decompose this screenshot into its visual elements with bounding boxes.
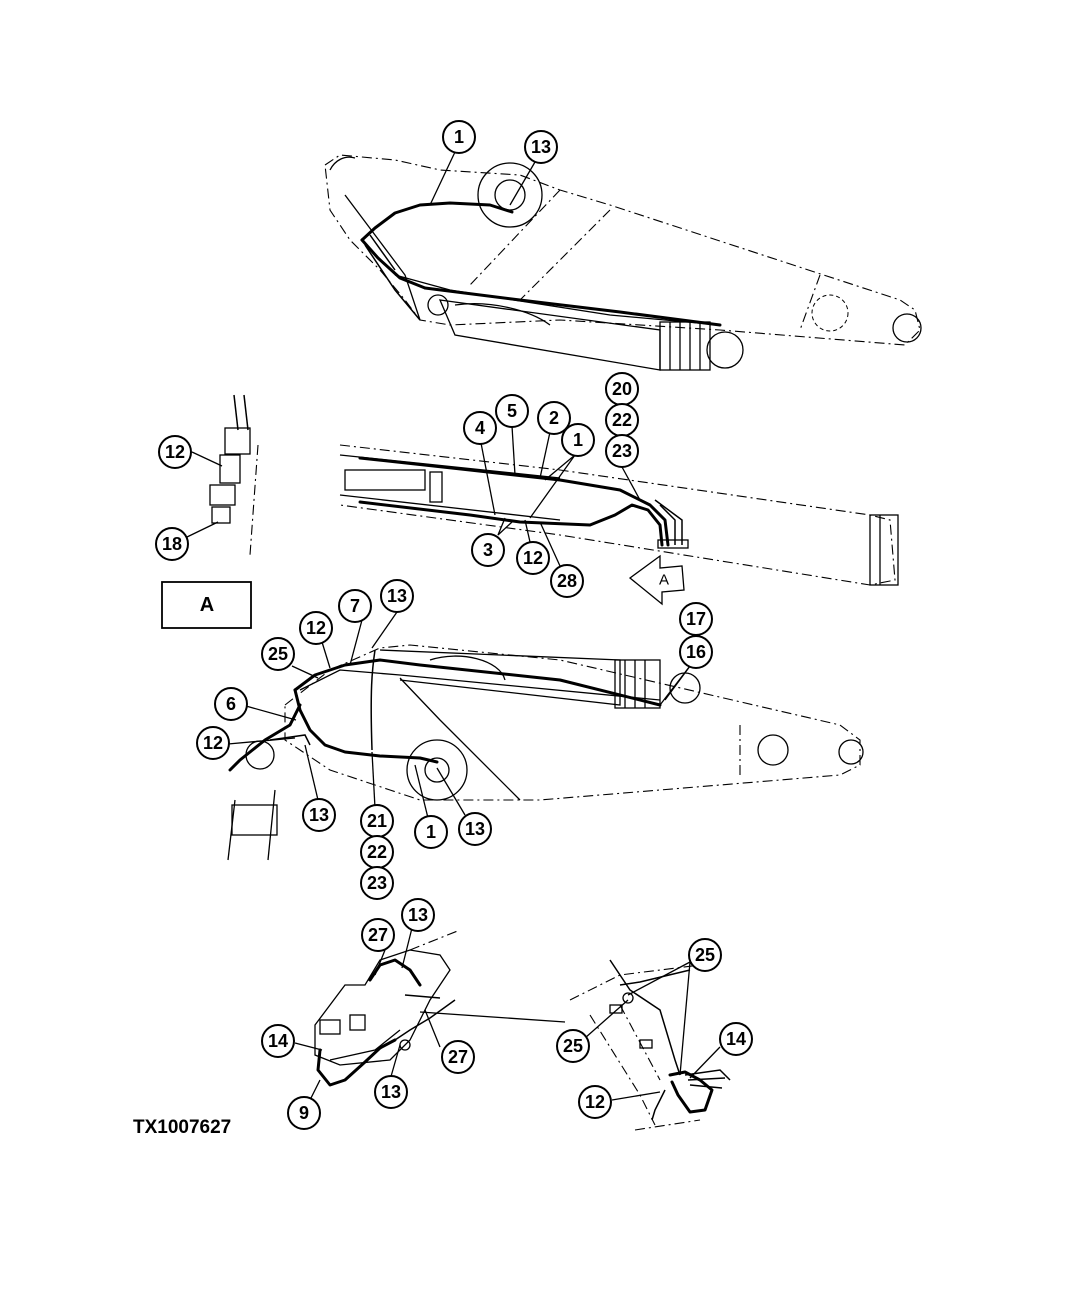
callout-1b: 1 <box>561 423 595 457</box>
svg-text:28: 28 <box>557 571 577 591</box>
callout-3: 3 <box>471 533 505 567</box>
callout-27-top: 27 <box>361 918 395 952</box>
svg-text:1: 1 <box>426 822 436 842</box>
svg-text:20: 20 <box>612 379 632 399</box>
view-a-arrow-label: A <box>659 572 669 589</box>
callout-23-lower: 23 <box>360 866 394 900</box>
callout-12-lower-a: 12 <box>299 611 333 645</box>
detail-a-connector <box>209 394 259 556</box>
svg-text:12: 12 <box>203 733 223 753</box>
svg-text:13: 13 <box>408 905 428 925</box>
svg-text:4: 4 <box>475 418 485 438</box>
callout-12-detail-a: 12 <box>158 435 192 469</box>
svg-text:25: 25 <box>695 945 715 965</box>
svg-text:9: 9 <box>299 1103 309 1123</box>
svg-text:12: 12 <box>306 618 326 638</box>
callout-1: 1 <box>442 120 476 154</box>
callout-25-lower: 25 <box>261 637 295 671</box>
svg-text:5: 5 <box>507 401 517 421</box>
callout-5: 5 <box>495 394 529 428</box>
callout-16: 16 <box>679 635 713 669</box>
callout-13-bottom-a: 13 <box>401 898 435 932</box>
svg-text:13: 13 <box>309 805 329 825</box>
callout-27-bottom: 27 <box>441 1040 475 1074</box>
callout-6: 6 <box>214 687 248 721</box>
svg-text:22: 22 <box>612 410 632 430</box>
callout-22-lower: 22 <box>360 835 394 869</box>
svg-text:6: 6 <box>226 694 236 714</box>
view-a-arrow <box>628 554 685 606</box>
boom-top-view <box>324 154 922 371</box>
arm-lower-view <box>227 644 864 861</box>
figure-id: TX1007627 <box>133 1117 231 1138</box>
callout-21: 21 <box>360 804 394 838</box>
callout-28: 28 <box>550 564 584 598</box>
svg-text:16: 16 <box>686 642 706 662</box>
bottom-left-detail <box>314 929 461 1087</box>
svg-text:25: 25 <box>563 1036 583 1056</box>
svg-text:23: 23 <box>612 441 632 461</box>
svg-text:7: 7 <box>350 596 360 616</box>
callout-25-right-top: 25 <box>688 938 722 972</box>
callout-12: 12 <box>516 541 550 575</box>
arm-section-view: A <box>339 444 899 606</box>
callout-13-lower-a: 13 <box>380 579 414 613</box>
svg-text:13: 13 <box>387 586 407 606</box>
svg-text:3: 3 <box>483 540 493 560</box>
svg-text:13: 13 <box>465 819 485 839</box>
svg-text:13: 13 <box>381 1082 401 1102</box>
view-a-box <box>161 581 252 629</box>
svg-text:27: 27 <box>368 925 388 945</box>
view-a-box-label: A <box>200 594 214 616</box>
svg-text:23: 23 <box>367 873 387 893</box>
callout-9: 9 <box>287 1096 321 1130</box>
svg-text:12: 12 <box>165 442 185 462</box>
callout-25-right-bottom: 25 <box>556 1029 590 1063</box>
callout-12-right: 12 <box>578 1085 612 1119</box>
svg-text:18: 18 <box>162 534 182 554</box>
svg-text:17: 17 <box>686 609 706 629</box>
callout-12-lower-b: 12 <box>196 726 230 760</box>
svg-text:1: 1 <box>454 127 464 147</box>
callout-23: 23 <box>605 434 639 468</box>
svg-text:12: 12 <box>585 1092 605 1112</box>
callouts: 1 13 20 22 23 5 2 4 1 3 12 28 12 18 7 13… <box>155 120 753 1130</box>
svg-text:27: 27 <box>448 1047 468 1067</box>
callout-4: 4 <box>463 411 497 445</box>
svg-text:14: 14 <box>726 1029 746 1049</box>
callout-22: 22 <box>605 403 639 437</box>
callout-13-bottom-b: 13 <box>374 1075 408 1109</box>
callout-18: 18 <box>155 527 189 561</box>
callout-1-lower: 1 <box>414 815 448 849</box>
svg-text:25: 25 <box>268 644 288 664</box>
callout-20: 20 <box>605 372 639 406</box>
callout-14-left: 14 <box>261 1024 295 1058</box>
svg-text:14: 14 <box>268 1031 288 1051</box>
svg-text:2: 2 <box>549 408 559 428</box>
callout-13-lower-b: 13 <box>302 798 336 832</box>
callout-14-right: 14 <box>719 1022 753 1056</box>
svg-text:13: 13 <box>531 137 551 157</box>
callout-7: 7 <box>338 589 372 623</box>
svg-text:1: 1 <box>573 430 583 450</box>
svg-text:12: 12 <box>523 548 543 568</box>
callout-17: 17 <box>679 602 713 636</box>
leader-lines <box>186 151 721 1103</box>
callout-2: 2 <box>537 401 571 435</box>
callout-13: 13 <box>524 130 558 164</box>
svg-text:22: 22 <box>367 842 387 862</box>
svg-text:21: 21 <box>367 811 387 831</box>
callout-13-lower-c: 13 <box>458 812 492 846</box>
